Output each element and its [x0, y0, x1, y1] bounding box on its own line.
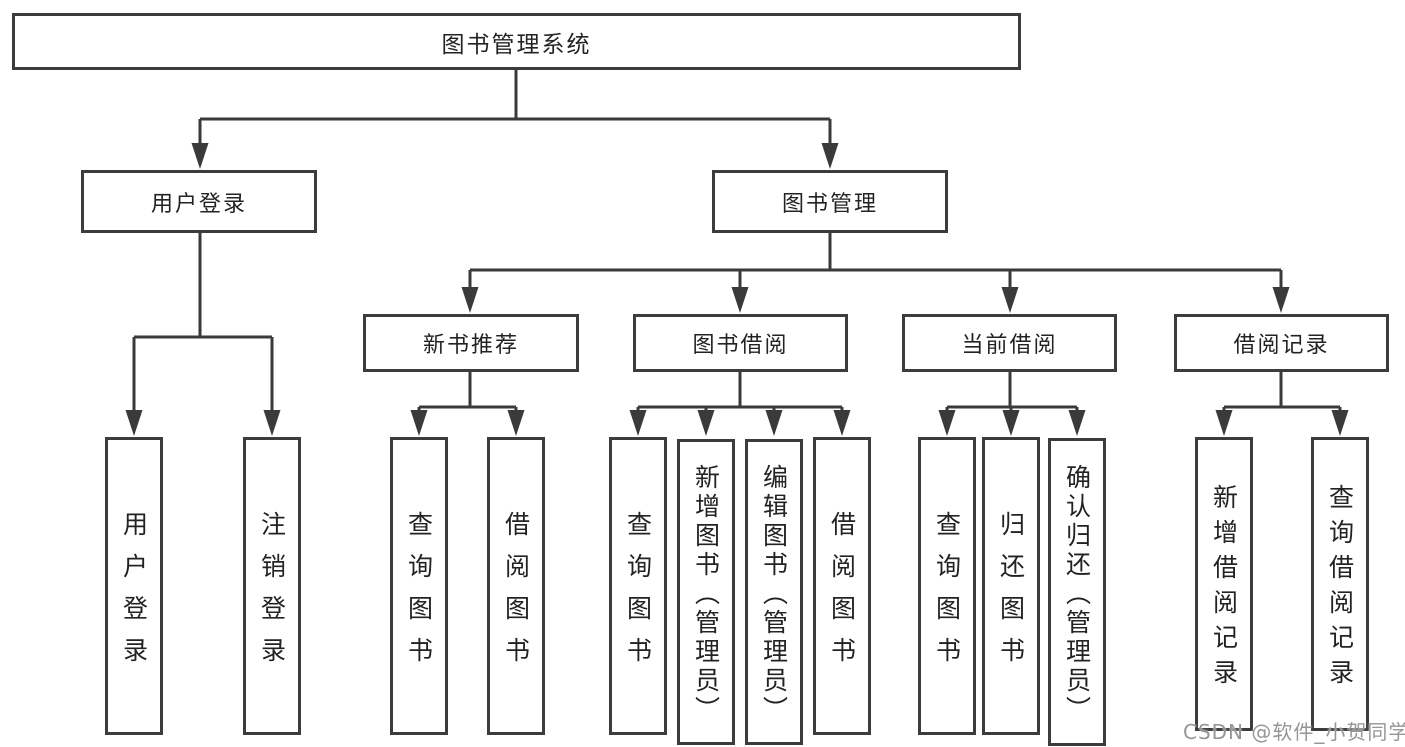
csdn-watermark: CSDN @软件_小贺同学 [1183, 720, 1405, 744]
arrowhead-icon [765, 410, 783, 436]
node-label: 用户登录 [119, 510, 149, 679]
node-logout: 注销登录 [243, 437, 301, 735]
node-label: 图书管理系统 [441, 31, 592, 58]
node-return-books: 归还图书 [982, 437, 1040, 735]
node-user-login-group: 用户登录 [81, 170, 317, 233]
node-borrowing-records: 借阅记录 [1174, 314, 1389, 372]
node-label: 查询图书 [932, 510, 962, 679]
arrowhead-icon [833, 410, 851, 436]
arrowhead-icon [461, 287, 479, 313]
arrowhead-icon [821, 143, 839, 169]
node-label: 确认归还（管理员） [1062, 463, 1092, 725]
arrowhead-icon [1001, 287, 1019, 313]
arrowhead-icon [629, 410, 647, 436]
node-user-login: 用户登录 [105, 437, 163, 735]
node-add-borrow-record: 新增借阅记录 [1195, 437, 1253, 731]
node-label: 借阅图书 [827, 510, 857, 679]
arrowhead-icon [263, 410, 281, 436]
arrowhead-icon [1331, 410, 1349, 436]
arrowhead-icon [1068, 410, 1086, 436]
node-label: 注销登录 [257, 510, 287, 679]
arrowhead-icon [191, 143, 209, 169]
node-label: 新书推荐 [422, 333, 519, 358]
arrowhead-icon [507, 410, 525, 436]
node-library-management-system: 图书管理系统 [12, 13, 1021, 70]
node-label: 新增借阅记录 [1209, 484, 1239, 694]
node-label: 新增图书（管理员） [691, 463, 721, 725]
node-borrow-books-recommend: 借阅图书 [487, 437, 545, 735]
node-borrow-books-borrowing: 借阅图书 [813, 437, 871, 735]
node-label: 查询图书 [404, 510, 434, 679]
node-book-borrowing: 图书借阅 [633, 314, 848, 372]
node-label: 编辑图书（管理员） [759, 463, 789, 725]
node-label: 查询图书 [623, 510, 653, 679]
node-new-book-recommendation: 新书推荐 [363, 314, 579, 372]
node-book-management: 图书管理 [712, 170, 948, 233]
node-label: 用户登录 [150, 191, 247, 217]
node-label: 借阅记录 [1233, 333, 1330, 358]
arrowhead-icon [410, 410, 428, 436]
node-label: 借阅图书 [501, 510, 531, 679]
node-add-books-admin: 新增图书（管理员） [677, 439, 735, 745]
arrowhead-icon [1272, 287, 1290, 313]
node-label: 查询借阅记录 [1325, 484, 1355, 694]
arrowhead-icon [731, 287, 749, 313]
node-query-books-current: 查询图书 [918, 437, 976, 735]
arrowhead-icon [1002, 410, 1020, 436]
arrowhead-icon [938, 410, 956, 436]
node-confirm-return-admin: 确认归还（管理员） [1048, 438, 1106, 746]
node-current-borrowing: 当前借阅 [902, 314, 1117, 372]
node-edit-books-admin: 编辑图书（管理员） [745, 439, 803, 745]
node-query-books-recommend: 查询图书 [390, 437, 448, 735]
node-query-borrow-record: 查询借阅记录 [1311, 437, 1369, 731]
arrowhead-icon [125, 410, 143, 436]
node-label: 归还图书 [996, 510, 1026, 679]
arrowhead-icon [1215, 410, 1233, 436]
node-label: 图书管理 [781, 191, 878, 217]
node-label: 当前借阅 [961, 333, 1058, 358]
arrowhead-icon [697, 410, 715, 436]
node-label: 图书借阅 [692, 333, 789, 358]
node-query-books-borrowing: 查询图书 [609, 437, 667, 735]
